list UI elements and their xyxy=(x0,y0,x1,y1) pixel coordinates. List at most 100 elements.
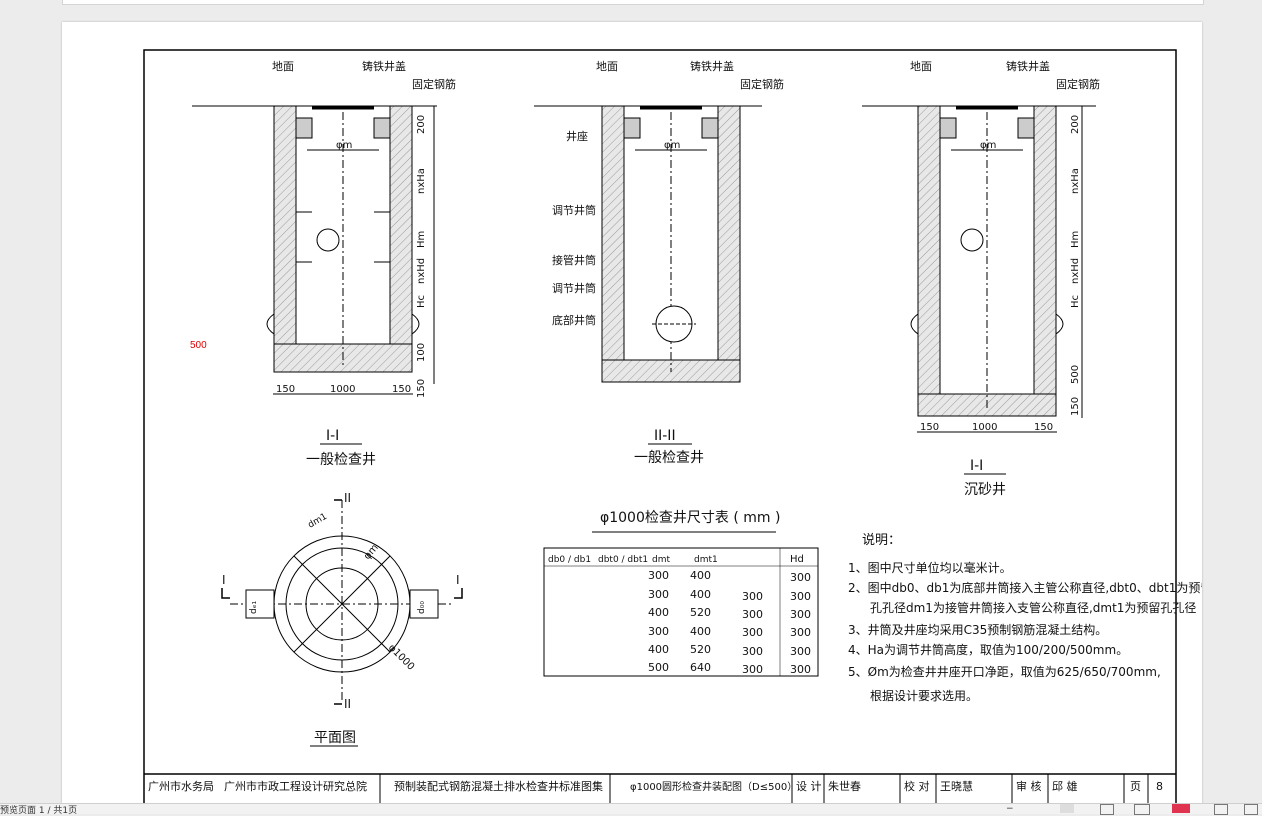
s3-section-name: 沉砂井 xyxy=(964,482,1006,498)
document-page: 地面 铸铁井盖 固定钢筋 φm 200 nxHa Hm nxHd Hc 100 … xyxy=(62,22,1212,813)
plan-mark-ii-bottom: II xyxy=(344,697,351,711)
plan-mark-i-right: I xyxy=(456,573,460,587)
table-cell: 400 xyxy=(648,606,669,619)
s1-dim-nxha: nxHa xyxy=(416,168,427,194)
table-cell: 500 xyxy=(648,661,669,674)
table-cell: 300 xyxy=(742,626,763,639)
s2-dim-phim: φm xyxy=(664,140,680,151)
table-cell: 400 xyxy=(690,625,711,638)
s1-section-mark: I-I xyxy=(326,428,339,444)
plan-dim-db0: d₀₀ xyxy=(417,601,427,614)
s3-dim-150a: 150 xyxy=(920,422,939,433)
tb-checker: 王晓慧 xyxy=(940,779,973,793)
table-cell: 400 xyxy=(648,643,669,656)
s1-label-cover: 铸铁井盖 xyxy=(362,59,406,73)
table-cell: 300 xyxy=(790,608,811,621)
s3-section-mark: I-I xyxy=(970,458,983,474)
table-cell: 300 xyxy=(742,663,763,676)
s2-label-bottom: 底部井筒 xyxy=(552,313,596,327)
s1-dim-nxhd: nxHd xyxy=(416,258,427,284)
s2-label-adjust2: 调节井筒 xyxy=(552,281,596,295)
s2-label-ground: 地面 xyxy=(596,60,618,73)
red-tool-icon[interactable] xyxy=(1172,804,1190,813)
table-row: 300 400 300 xyxy=(648,569,811,584)
note-line: 5、Øm为检查井井座开口净距，取值为625/650/700mm, xyxy=(848,664,1161,679)
s1-dim-hm: Hm xyxy=(416,231,427,248)
table-cell: 400 xyxy=(690,588,711,601)
table-cell: 300 xyxy=(648,625,669,638)
note-line: 孔孔径dm1为接管井筒接入支管公称直径,dmt1为预留孔孔径 xyxy=(870,600,1196,615)
table-header-row: db0 / db1 dbt0 / dbt1 dmt dmt1 Hd xyxy=(548,554,804,565)
s2-section-mark: II-II xyxy=(654,428,676,444)
zoom-out-icon[interactable]: − xyxy=(1006,804,1014,814)
table-header-cell: dmt1 xyxy=(694,555,718,565)
s3-dim-1000: 1000 xyxy=(972,422,997,433)
plan-view-drawing xyxy=(221,499,463,705)
s2-label-adjust1: 调节井筒 xyxy=(552,203,596,217)
s1-dim-hc: Hc xyxy=(416,295,427,308)
table-row: 400 520 300 300 xyxy=(648,643,811,658)
table-row: 500 640 300 300 xyxy=(648,661,811,676)
table-cell: 300 xyxy=(790,663,811,676)
s3-dim-200: 200 xyxy=(1070,115,1081,134)
tb-org1: 广州市水务局 xyxy=(148,779,214,793)
s3-dim-500: 500 xyxy=(1070,365,1081,384)
tb-atlas: 预制装配式钢筋混凝土排水检查井标准图集 xyxy=(394,779,603,793)
tb-check-label: 校 对 xyxy=(904,779,930,793)
status-page-info: 预览页面 1 / 共1页 xyxy=(0,806,78,816)
table-cell: 400 xyxy=(690,569,711,582)
table-row: 300 400 300 300 xyxy=(648,625,811,639)
section-1-drawing xyxy=(192,105,437,395)
s1-dim-phim: φm xyxy=(336,140,352,151)
note-line: 1、图中尺寸单位均以毫米计。 xyxy=(848,560,1012,575)
single-page-icon[interactable] xyxy=(1100,804,1114,815)
plan-title: 平面图 xyxy=(314,730,356,746)
note-line: 4、Ha为调节井筒高度，取值为100/200/500mm。 xyxy=(848,642,1128,657)
s1-label-rebar: 固定钢筋 xyxy=(412,77,456,91)
table-cell: 300 xyxy=(648,569,669,582)
s1-dim-150a: 150 xyxy=(276,384,295,395)
s2-label-rebar: 固定钢筋 xyxy=(740,77,784,91)
table-header-cell: dmt xyxy=(652,555,670,565)
s1-section-name: 一般检查井 xyxy=(306,452,376,468)
tb-review-label: 审 核 xyxy=(1016,779,1042,793)
view-mode-icon[interactable] xyxy=(1244,804,1258,815)
s2-label-connect: 接管井筒 xyxy=(552,253,596,267)
double-page-icon[interactable] xyxy=(1134,804,1150,815)
tb-org2: 广州市市政工程设计研究总院 xyxy=(224,779,367,793)
plan-dim-phi1000: φ1000 xyxy=(386,642,416,672)
size-table xyxy=(543,547,819,677)
status-bar: 预览页面 1 / 共1页 − xyxy=(0,803,1262,816)
s1-dim-200: 200 xyxy=(416,115,427,134)
plan-mark-ii-top: II xyxy=(344,491,351,505)
s1-dim-100: 100 xyxy=(416,343,427,362)
s2-label-cover: 铸铁井盖 xyxy=(690,59,734,73)
tb-design-label: 设 计 xyxy=(796,780,822,793)
section-2-drawing xyxy=(534,105,762,383)
s3-label-cover: 铸铁井盖 xyxy=(1006,59,1050,73)
s3-dim-phim: φm xyxy=(980,140,996,151)
table-cell: 640 xyxy=(690,661,711,674)
table-row: 400 520 300 300 xyxy=(648,606,811,621)
plan-dim-dmt1: dm1 xyxy=(307,512,330,531)
s2-section-name: 一般检查井 xyxy=(634,450,704,466)
s3-dim-150v: 150 xyxy=(1070,397,1081,416)
table-cell: 300 xyxy=(742,608,763,621)
s1-label-ground: 地面 xyxy=(272,60,294,73)
section-3-drawing xyxy=(862,105,1096,433)
tb-designer: 朱世春 xyxy=(828,780,861,793)
table-header-cell: dbt0 / dbt1 xyxy=(598,555,648,565)
s3-dim-nxha: nxHa xyxy=(1070,168,1081,194)
table-cell: 520 xyxy=(690,643,711,656)
fit-page-icon[interactable] xyxy=(1060,804,1074,813)
tb-drawing: φ1000圆形检查井装配图（D≤500） xyxy=(630,780,797,793)
table-header-cell: Hd xyxy=(790,554,804,565)
s3-dim-hc: Hc xyxy=(1070,295,1081,308)
table-cell: 300 xyxy=(742,645,763,658)
table-cell: 300 xyxy=(742,590,763,603)
drawing-sheet: 地面 铸铁井盖 固定钢筋 φm 200 nxHa Hm nxHd Hc 100 … xyxy=(143,49,1212,813)
fullscreen-icon[interactable] xyxy=(1214,804,1228,815)
s3-dim-150b: 150 xyxy=(1034,422,1053,433)
previous-page-edge xyxy=(62,0,1204,5)
tb-reviewer: 邱 雄 xyxy=(1052,779,1078,793)
